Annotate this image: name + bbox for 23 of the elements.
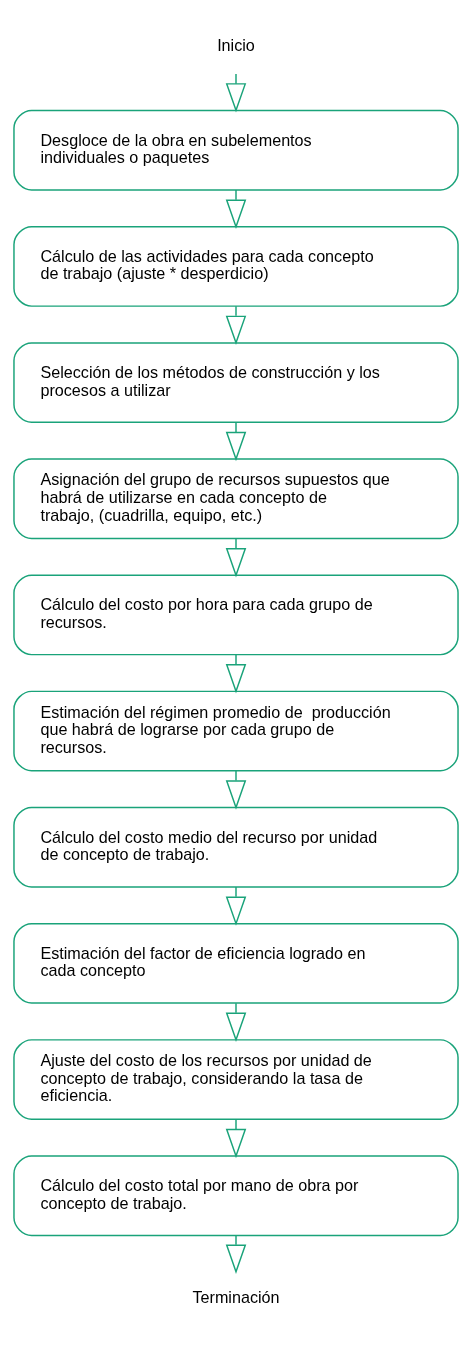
- arrow: [225, 1118, 247, 1159]
- node-box: Desgloce de la obra en subelementos individuales o paquetes: [13, 109, 459, 191]
- node-box: Cálculo del costo por hora para cada grupo de recursos.: [13, 574, 459, 656]
- node-box: Cálculo de las actividades para cada concepto de trabajo (ajuste * desperdicio): [13, 226, 459, 307]
- arrow: [225, 537, 247, 578]
- node-box: Asignación del grupo de recursos supuestos que habrá de utilizarse en cada concepto de trabajo, (cuadrilla, equipo, etc.): [13, 458, 459, 540]
- node-box: Ajuste del costo de los recursos por unidad de concepto de trabajo, considerando la tasa de eficiencia.: [13, 1039, 459, 1120]
- node-box: Cálculo del costo medio del recurso por unidad de concepto de trabajo.: [13, 806, 459, 888]
- node-box: Selección de los métodos de construcción y los procesos a utilizar: [13, 342, 459, 424]
- arrow: [225, 1002, 247, 1043]
- arrow: [225, 421, 247, 462]
- arrow: [225, 654, 247, 694]
- arrow: [225, 886, 247, 926]
- arrow: [225, 73, 247, 113]
- arrow: [225, 189, 247, 229]
- node-text: Inicio: [217, 36, 255, 55]
- arrow: [225, 1234, 247, 1274]
- node-box: Estimación del factor de eficiencia logrado en cada concepto: [13, 922, 459, 1004]
- node-box: Cálculo del costo total por mano de obra por concepto de trabajo.: [13, 1155, 459, 1237]
- node-text: Terminación: [192, 1287, 280, 1306]
- arrow: [225, 305, 247, 346]
- arrow: [225, 770, 247, 810]
- node-box: Estimación del régimen promedio de producción que habrá de lograrse por cada grupo de recursos.: [13, 690, 459, 772]
